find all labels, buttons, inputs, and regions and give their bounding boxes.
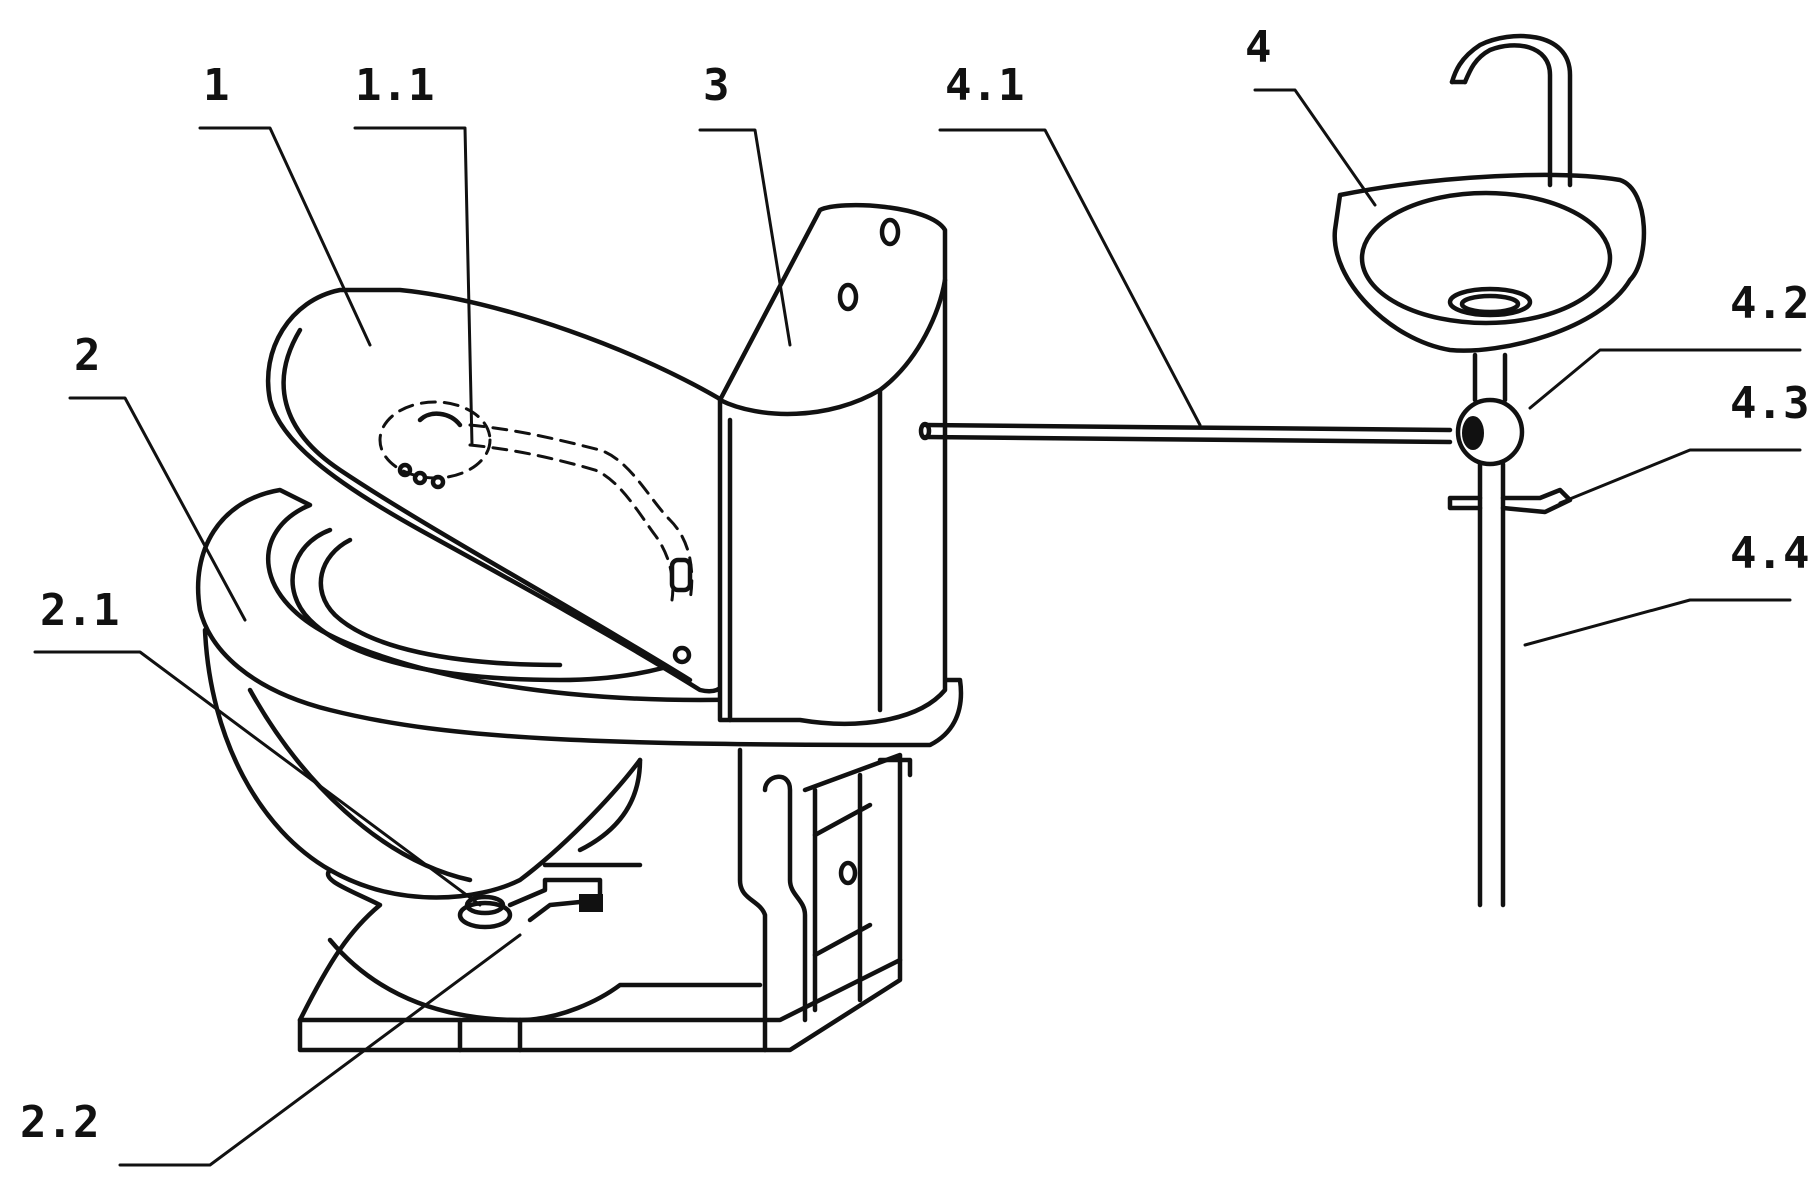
drain-pipe xyxy=(1447,352,1573,908)
toilet-lid xyxy=(265,287,733,694)
label-4-1: 4.1 xyxy=(945,60,1024,111)
label-4-2: 4.2 xyxy=(1730,278,1809,329)
leader-lines xyxy=(33,88,1802,1167)
toilet-pedestal xyxy=(297,747,913,1053)
flush-valve xyxy=(457,862,643,930)
label-4-3: 4.3 xyxy=(1730,378,1809,429)
connecting-pipe xyxy=(918,421,1453,445)
label-1-1: 1.1 xyxy=(355,60,434,111)
label-2-1: 2.1 xyxy=(40,585,119,636)
label-2-2: 2.2 xyxy=(20,1097,99,1148)
label-1: 1 xyxy=(203,60,230,111)
toilet-bowl xyxy=(195,487,964,900)
part-labels: 1 1.1 2 2.1 2.2 3 4 4.1 4.2 4.3 4.4 xyxy=(20,22,1809,1148)
label-4-4: 4.4 xyxy=(1730,528,1809,579)
label-4: 4 xyxy=(1245,22,1272,73)
wash-basin xyxy=(1332,33,1647,353)
label-3: 3 xyxy=(703,60,730,111)
water-tank xyxy=(717,202,948,726)
label-2: 2 xyxy=(74,330,101,381)
